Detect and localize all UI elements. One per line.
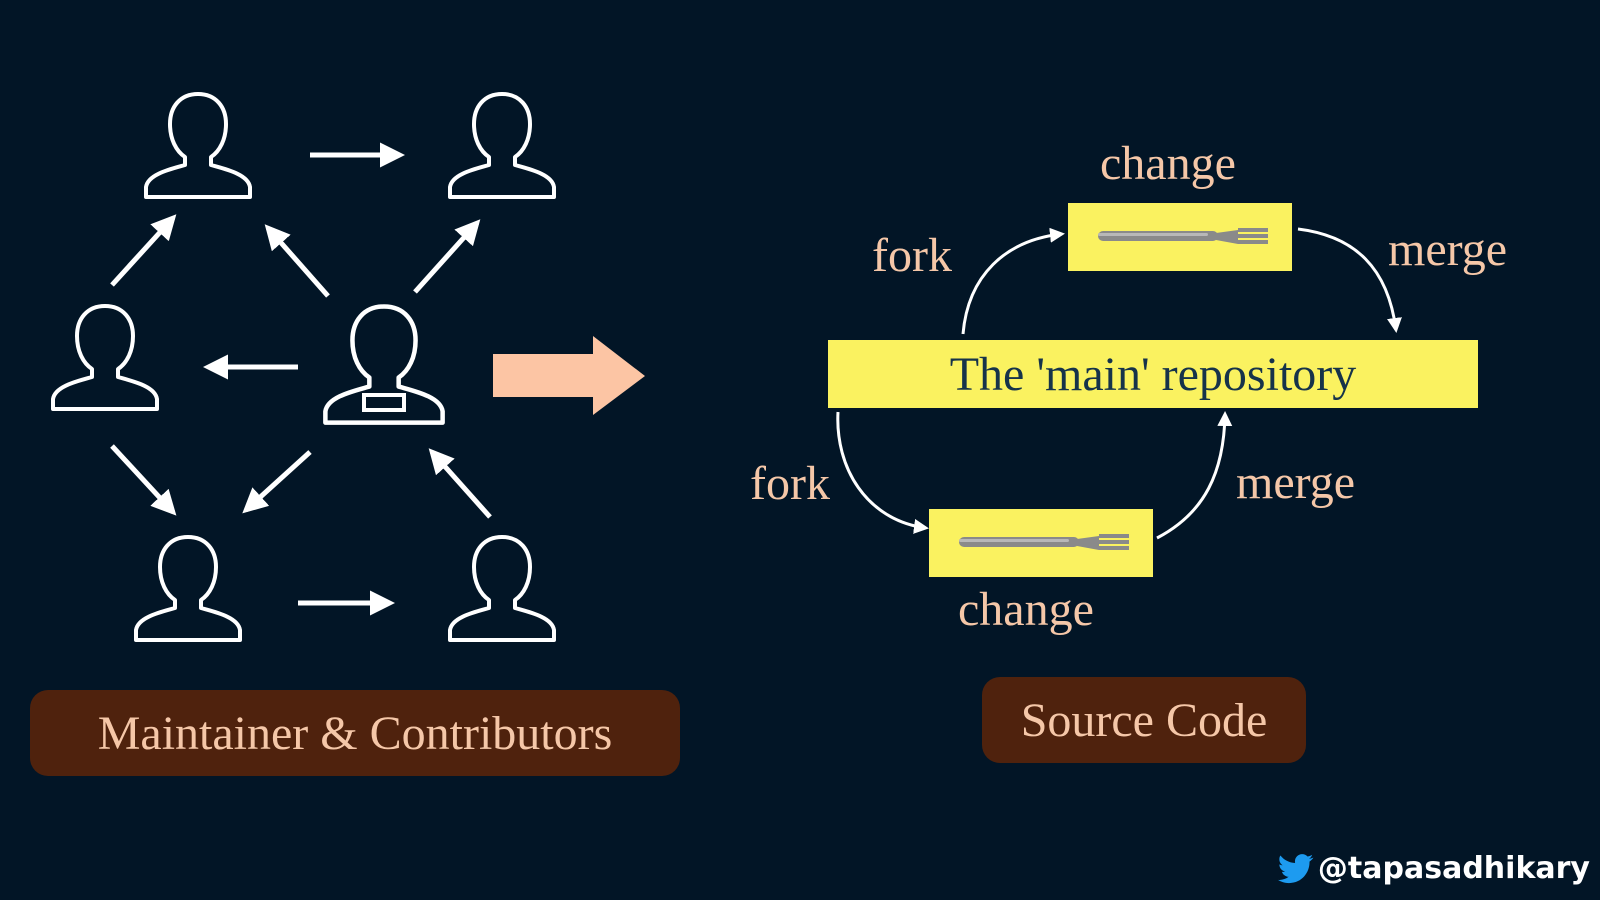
twitter-bird-icon bbox=[1277, 853, 1314, 883]
maintainer-contributors-label: Maintainer & Contributors bbox=[30, 690, 680, 776]
bottom-merge-label: merge bbox=[1236, 456, 1356, 509]
fork-arrow-bottom bbox=[836, 411, 929, 534]
arrow-maintainer-to-topleft bbox=[264, 224, 330, 298]
fork-utensil-icon bbox=[1098, 228, 1268, 244]
merge-arrow-top bbox=[1297, 227, 1402, 333]
arrow-maintainer-to-bottomleft bbox=[242, 450, 312, 514]
contributor-top-right-icon bbox=[448, 92, 556, 199]
contributor-bottom-right-icon bbox=[448, 535, 556, 642]
arrow-maintainer-to-topright bbox=[413, 219, 481, 294]
source-code-text: Source Code bbox=[1020, 693, 1268, 747]
twitter-handle[interactable]: @tapasadhikary bbox=[1277, 851, 1590, 886]
contributor-top-left-icon bbox=[144, 92, 252, 199]
merge-arrow-bottom bbox=[1156, 411, 1233, 540]
big-peach-arrow bbox=[493, 336, 645, 415]
top-fork-label: fork bbox=[872, 229, 952, 282]
source-code-label: Source Code bbox=[982, 677, 1306, 763]
main-repository-box: The 'main' repository bbox=[828, 340, 1478, 408]
maintainer-icon bbox=[325, 307, 442, 423]
top-change-box bbox=[1068, 203, 1292, 271]
fork-arrow-top bbox=[961, 227, 1065, 335]
arrow-midleft-to-bottomleft bbox=[110, 444, 177, 516]
arrow-midleft-to-topleft bbox=[110, 214, 177, 287]
top-merge-label: merge bbox=[1388, 223, 1508, 276]
contributor-mid-left-icon bbox=[51, 304, 159, 411]
top-change-label: change bbox=[1100, 137, 1236, 190]
maintainer-contributors-text: Maintainer & Contributors bbox=[97, 706, 613, 760]
arrow-bottomright-to-maintainer bbox=[428, 448, 492, 519]
bottom-change-label: change bbox=[958, 583, 1094, 636]
contributor-bottom-left-icon bbox=[134, 535, 242, 642]
bottom-fork-label: fork bbox=[750, 457, 830, 510]
bottom-change-box bbox=[929, 509, 1153, 577]
repository-label: The 'main' repository bbox=[949, 347, 1357, 401]
twitter-handle-text: @tapasadhikary bbox=[1317, 851, 1590, 886]
fork-utensil-icon bbox=[959, 534, 1129, 550]
